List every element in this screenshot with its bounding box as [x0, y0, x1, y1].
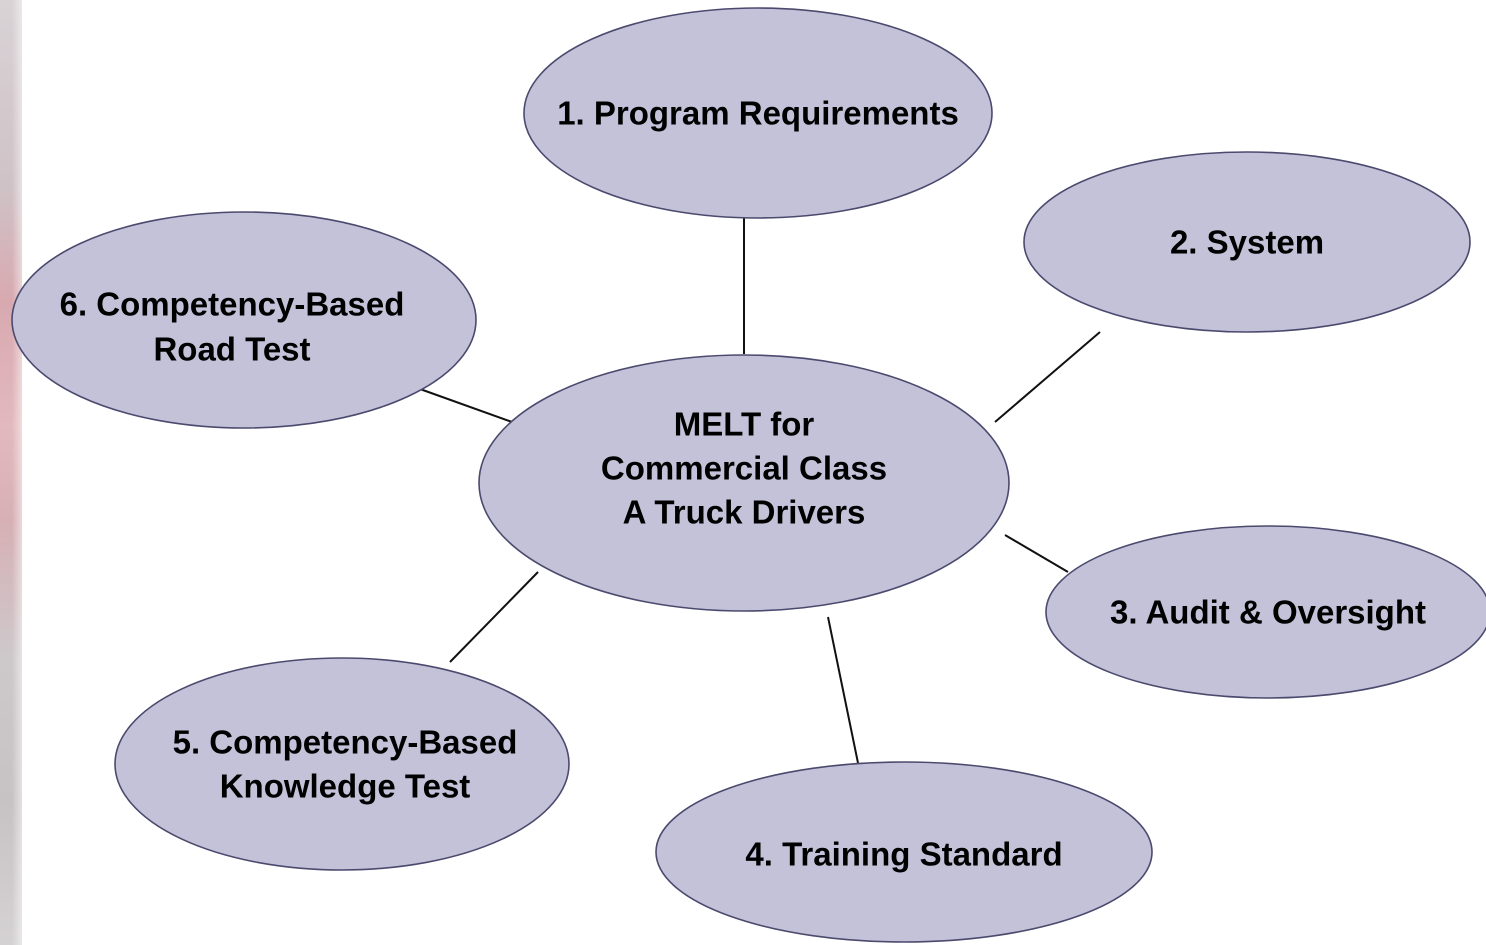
- connectors: [419, 218, 1101, 764]
- center-node-label-line-2: Commercial Class: [601, 450, 887, 487]
- node-training-standard: 4. Training Standard: [655, 761, 1153, 943]
- connector-audit-oversight: [1004, 534, 1069, 573]
- node-system: 2. System: [1023, 151, 1471, 333]
- connector-knowledge-test: [449, 571, 539, 663]
- node-program-requirements: 1. Program Requirements: [523, 7, 993, 219]
- center-node: MELT for Commercial Class A Truck Driver…: [478, 354, 1010, 612]
- center-node-shape: [478, 354, 1010, 612]
- connector-training-standard: [827, 616, 859, 764]
- node-audit-oversight-shape: [1045, 525, 1486, 699]
- center-node-label-line-1: MELT for: [674, 406, 815, 443]
- center-node-label-line-3: A Truck Drivers: [623, 494, 866, 531]
- node-audit-oversight-label: 3. Audit & Oversight: [1110, 594, 1426, 631]
- node-knowledge-test-label-line-1: 5. Competency-Based: [173, 724, 518, 761]
- connector-system: [994, 331, 1101, 423]
- node-road-test-label-line-2: Road Test: [153, 331, 310, 368]
- node-road-test-label-line-1: 6. Competency-Based: [60, 286, 405, 323]
- connector-road-test: [419, 388, 513, 423]
- node-training-standard-label: 4. Training Standard: [745, 836, 1062, 873]
- node-training-standard-shape: [655, 761, 1153, 943]
- background-fade: [12, 0, 32, 945]
- node-knowledge-test-shape: [114, 657, 570, 871]
- node-program-requirements-label: 1. Program Requirements: [557, 95, 959, 132]
- node-program-requirements-shape: [523, 7, 993, 219]
- node-road-test: 6. Competency-Based Road Test: [11, 211, 477, 429]
- node-road-test-shape: [11, 211, 477, 429]
- node-system-label: 2. System: [1170, 224, 1324, 261]
- node-knowledge-test-label-line-2: Knowledge Test: [220, 768, 471, 805]
- node-knowledge-test: 5. Competency-Based Knowledge Test: [114, 657, 570, 871]
- node-system-shape: [1023, 151, 1471, 333]
- node-audit-oversight: 3. Audit & Oversight: [1045, 525, 1486, 699]
